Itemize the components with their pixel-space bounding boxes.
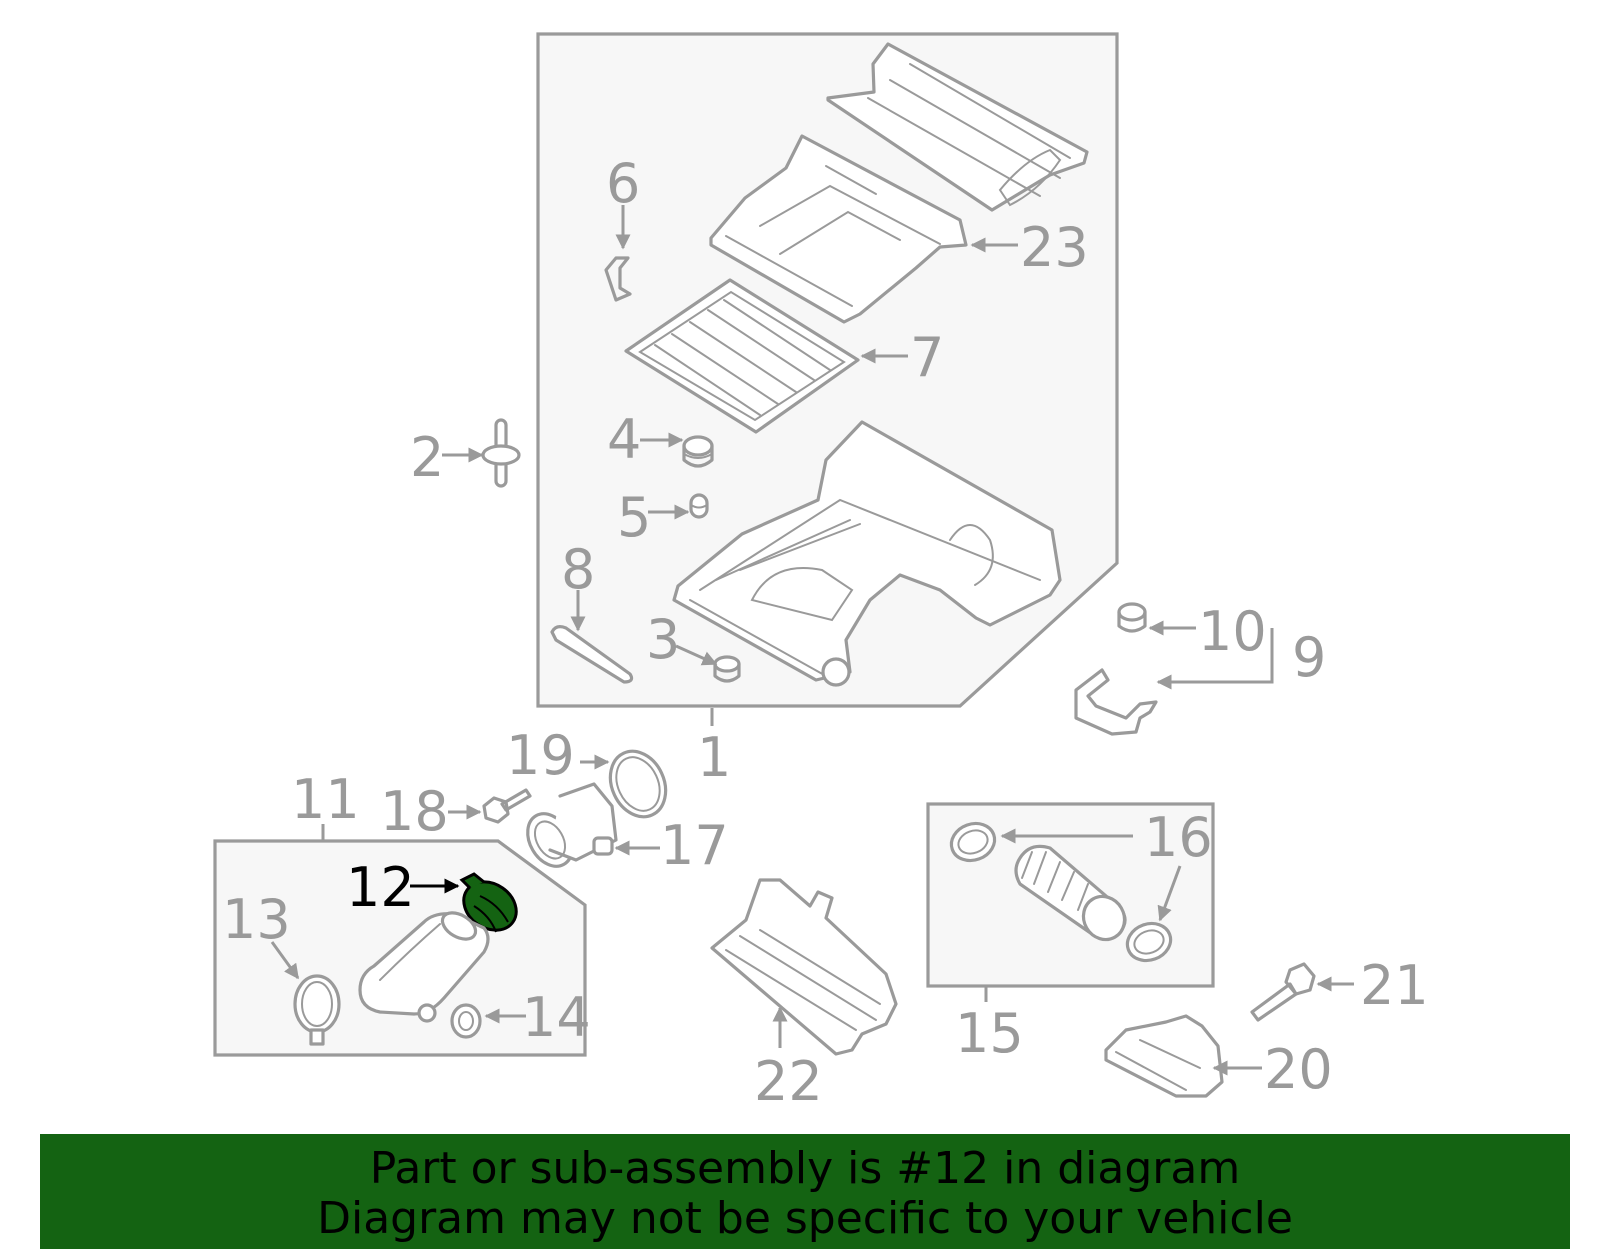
- callout-9: 9: [1292, 626, 1326, 689]
- info-banner: Part or sub-assembly is #12 in diagram D…: [40, 1134, 1570, 1249]
- callout-2: 2: [410, 426, 444, 489]
- part-5-plug[interactable]: [689, 493, 709, 519]
- part-1-lower-air-cleaner-housing[interactable]: [672, 420, 1062, 687]
- callout-15: 15: [955, 1002, 1024, 1065]
- callout-23: 23: [1020, 216, 1089, 279]
- part-17-mass-air-flow-sensor[interactable]: [519, 782, 618, 874]
- banner-line-disclaimer: Diagram may not be specific to your vehi…: [317, 1193, 1293, 1244]
- banner-line-part-number: Part or sub-assembly is #12 in diagram: [369, 1143, 1241, 1194]
- callout-22: 22: [754, 1050, 823, 1113]
- callout-14: 14: [522, 986, 591, 1049]
- callout-17: 17: [660, 814, 729, 877]
- part-16-clamp-lower[interactable]: [1122, 918, 1176, 967]
- part-9-bracket[interactable]: [1074, 668, 1158, 736]
- callout-4: 4: [607, 408, 641, 471]
- part-15-air-duct-hose[interactable]: [1014, 844, 1132, 947]
- part-23-upper-housing-cover[interactable]: [709, 42, 1089, 324]
- part-22-resonator[interactable]: [710, 878, 898, 1056]
- part-7-air-filter-element[interactable]: [624, 278, 860, 434]
- callout-11: 11: [291, 768, 360, 831]
- callout-10: 10: [1198, 600, 1267, 663]
- part-8-seal-strip[interactable]: [550, 625, 634, 684]
- callout-1: 1: [697, 726, 731, 789]
- leader-lines: [270, 205, 1354, 1076]
- callout-7: 7: [910, 326, 944, 389]
- callout-19: 19: [506, 724, 575, 787]
- callout-5: 5: [617, 486, 651, 549]
- part-10-grommet[interactable]: [1117, 602, 1147, 633]
- part-4-grommet[interactable]: [682, 435, 714, 468]
- part-18-bolt[interactable]: [482, 788, 532, 824]
- callout-12: 12: [346, 856, 415, 919]
- callout-21: 21: [1360, 954, 1429, 1017]
- part-11-intake-hose[interactable]: [358, 907, 490, 1023]
- callout-20: 20: [1264, 1038, 1333, 1101]
- callout-6: 6: [606, 152, 640, 215]
- part-6-clip[interactable]: [604, 256, 632, 302]
- callout-13: 13: [222, 888, 291, 951]
- callout-16: 16: [1144, 806, 1213, 869]
- part-14-grommet[interactable]: [450, 1003, 482, 1039]
- part-19-gasket[interactable]: [600, 742, 676, 826]
- part-16-clamp-upper[interactable]: [946, 818, 1000, 867]
- callout-18: 18: [380, 780, 449, 843]
- part-12-hose-clamp-highlighted[interactable]: [454, 872, 525, 940]
- part-13-hose-clamp[interactable]: [293, 974, 341, 1046]
- callout-labels: 1 2 3 4 5 6 7 8 9 10 11 12 13 14 15 16 1…: [222, 152, 1429, 1113]
- part-20-actuator[interactable]: [1104, 1014, 1224, 1098]
- callout-8: 8: [561, 538, 595, 601]
- part-21-bolt[interactable]: [1250, 962, 1316, 1022]
- callout-3: 3: [646, 608, 680, 671]
- part-2-pin-fastener[interactable]: [481, 418, 521, 488]
